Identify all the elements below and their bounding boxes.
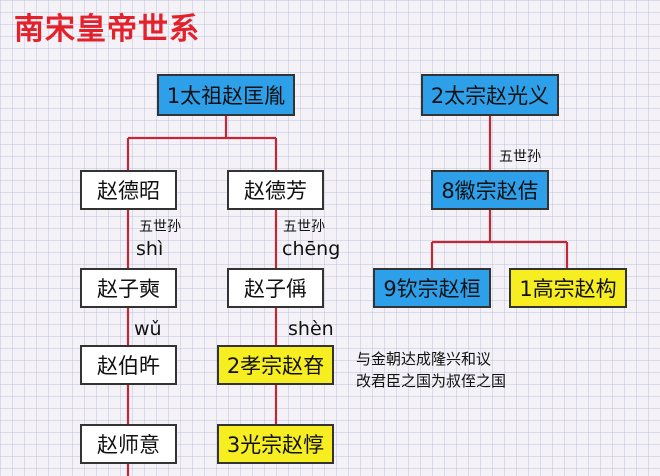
- box-taizong: 2太宗赵光义: [421, 74, 559, 116]
- box-defang: 赵德芳: [227, 170, 324, 210]
- label-gen5-left: 五世孙: [139, 219, 181, 235]
- box-gaozong: 1高宗赵构: [509, 268, 627, 308]
- box-bozuo: 赵伯旿: [80, 345, 177, 385]
- pinyin-cheng: chēng: [282, 238, 341, 260]
- box-guangzong: 3光宗赵惇: [217, 424, 334, 464]
- box-zicheng: 赵子奭: [80, 268, 177, 308]
- pinyin-wu: wǔ: [134, 318, 162, 340]
- box-huizong: 8徽宗赵佶: [431, 170, 549, 210]
- note-line1: 与金朝达成隆兴和议: [356, 350, 492, 368]
- box-zicheng2: 赵子偁: [227, 268, 324, 308]
- box-dezhao: 赵德昭: [80, 170, 177, 210]
- label-gen5-right: 五世孙: [499, 149, 541, 165]
- note-line2: 改君臣之国为叔侄之国: [356, 372, 507, 390]
- box-shiyi: 赵师意: [80, 424, 177, 464]
- label-gen5-mid: 五世孙: [283, 219, 325, 235]
- box-xiaozong: 2孝宗赵昚: [217, 345, 334, 385]
- diagram-title: 南宋皇帝世系: [14, 12, 200, 47]
- pinyin-shi: shì: [136, 238, 164, 260]
- pinyin-shen: shèn: [288, 318, 334, 340]
- box-qinzong: 9钦宗赵桓: [373, 268, 491, 308]
- box-taizu: 1太祖赵匡胤: [157, 74, 295, 116]
